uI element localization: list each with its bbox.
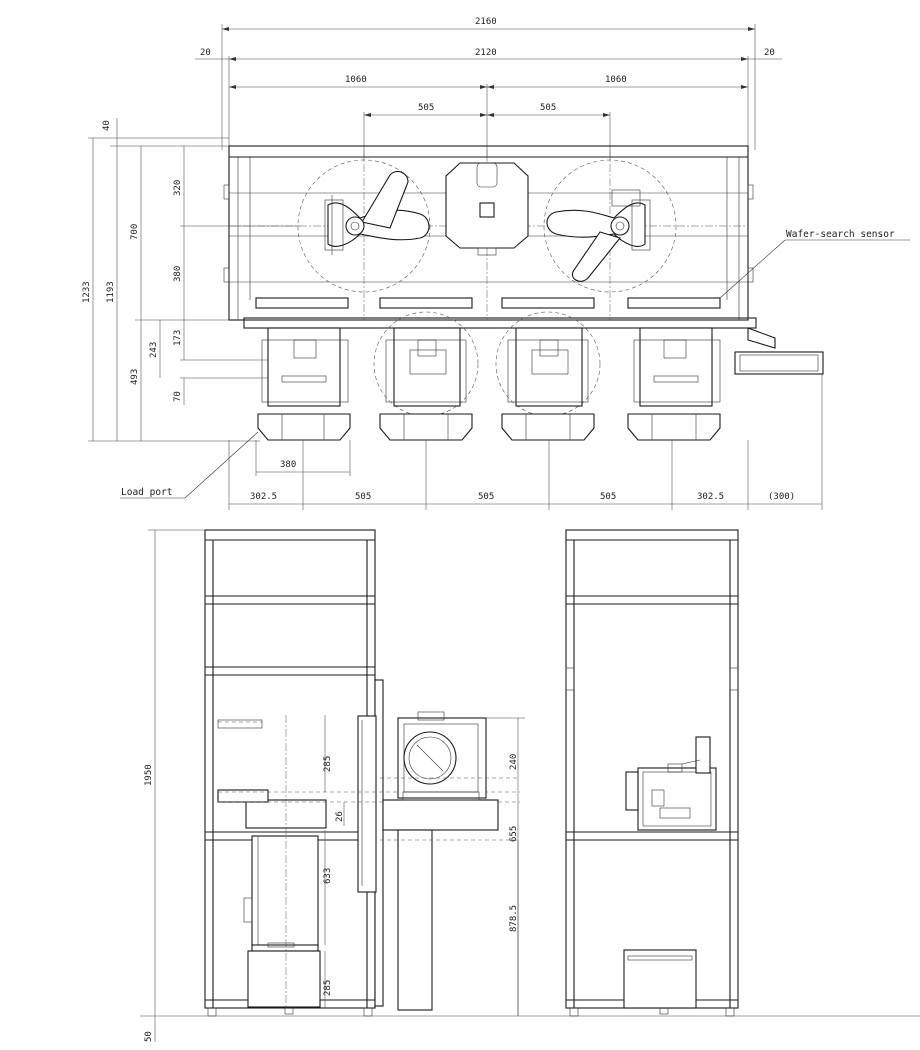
- dim-320-text: 320: [173, 180, 183, 196]
- load-port-label: Load port: [121, 487, 172, 498]
- side-unit: [734, 327, 824, 375]
- load-port-bar: [243, 317, 757, 329]
- dim-2120-text: 2120: [475, 48, 497, 58]
- dim-505-left-text: 505: [418, 103, 434, 113]
- load-port-callout: Load port: [120, 431, 259, 499]
- dim-1193-text: 1193: [106, 281, 116, 303]
- dim-40: 40: [102, 118, 118, 146]
- side-view: 1950 50 285 26 633 285 240: [140, 529, 920, 1042]
- dim-285-bottom-text: 285: [323, 980, 333, 996]
- dim-1233-text: 1233: [82, 281, 92, 303]
- dim-3025-left-text: 302.5: [250, 492, 277, 502]
- dim-700: 700: [130, 146, 142, 320]
- dim-70-text: 70: [173, 391, 183, 402]
- dim-633: 633: [323, 830, 333, 945]
- dim-1950-text: 1950: [144, 764, 154, 786]
- dim-505-b3-text: 505: [600, 492, 616, 502]
- top-view: 2160 20 2120 20 1060 1060 50: [82, 17, 910, 510]
- dim-380-horizontal-text: 380: [280, 460, 296, 470]
- side-robot-column: [251, 835, 319, 947]
- dim-240: 240: [486, 717, 525, 802]
- load-port-4: [627, 297, 721, 441]
- dim-2160-text: 2160: [475, 17, 497, 27]
- robot-right: [546, 189, 651, 282]
- dim-26-text: 26: [335, 811, 345, 822]
- dim-2160: 2160: [222, 17, 755, 31]
- wafer-sensor-callout: Wafer-search sensor: [719, 229, 910, 299]
- end-view: [565, 529, 739, 1017]
- dim-505-top: 505 505: [364, 103, 610, 117]
- dim-1233: 1233: [82, 138, 94, 441]
- dim-70: 70: [173, 378, 185, 405]
- dim-285-top-text: 285: [323, 756, 333, 772]
- dim-8785-text: 878.5: [509, 905, 519, 932]
- dim-285-bottom: 285: [323, 951, 333, 1008]
- dim-300-text: (300): [768, 492, 795, 502]
- dim-50: 50: [140, 1015, 920, 1042]
- dim-505-b2-text: 505: [478, 492, 494, 502]
- dim-380-vertical: 380: [173, 226, 185, 320]
- dim-26: 26: [335, 802, 345, 826]
- dim-50-text: 50: [144, 1031, 154, 1042]
- frame-outline: [228, 145, 749, 321]
- dim-505-b1-text: 505: [355, 492, 371, 502]
- dim-1060: 1060 1060: [229, 75, 748, 89]
- load-port-3: [495, 297, 601, 441]
- dim-bottom-chain: 302.5 505 505 505 302.5 (300): [228, 374, 823, 510]
- end-robot: [623, 736, 717, 1009]
- dim-1950: 1950: [144, 529, 205, 1016]
- dim-1060-left-text: 1060: [345, 75, 367, 85]
- dim-380-vertical-text: 380: [173, 266, 183, 282]
- dim-493: 493: [130, 320, 142, 441]
- dim-700-text: 700: [130, 224, 140, 240]
- dim-655-text: 655: [509, 826, 519, 842]
- dim-320: 320: [173, 146, 185, 226]
- dim-505-right-text: 505: [540, 103, 556, 113]
- dim-493-text: 493: [130, 369, 140, 385]
- dim-243-text: 243: [149, 342, 159, 358]
- dim-1193: 1193: [106, 146, 118, 441]
- dim-173: 173: [173, 320, 185, 360]
- dim-173-text: 173: [173, 330, 183, 346]
- load-port-1: [255, 297, 351, 441]
- dim-240-text: 240: [509, 754, 519, 770]
- robot-left: [324, 170, 430, 255]
- load-port-2: [373, 297, 479, 441]
- aligner: [445, 162, 529, 256]
- wafer-sensor-label: Wafer-search sensor: [786, 229, 895, 240]
- dim-1060-right-text: 1060: [605, 75, 627, 85]
- dim-3025-right-text: 302.5: [697, 492, 724, 502]
- dim-8785: 878.5: [509, 840, 519, 1016]
- dim-20-right-text: 20: [764, 48, 775, 58]
- dim-2120: 20 2120 20: [195, 48, 782, 61]
- dim-243: 243: [149, 320, 161, 378]
- dim-40-text: 40: [102, 120, 112, 131]
- dim-20-left-text: 20: [200, 48, 211, 58]
- dim-633-text: 633: [323, 868, 333, 884]
- dim-285-top: 285: [323, 715, 333, 792]
